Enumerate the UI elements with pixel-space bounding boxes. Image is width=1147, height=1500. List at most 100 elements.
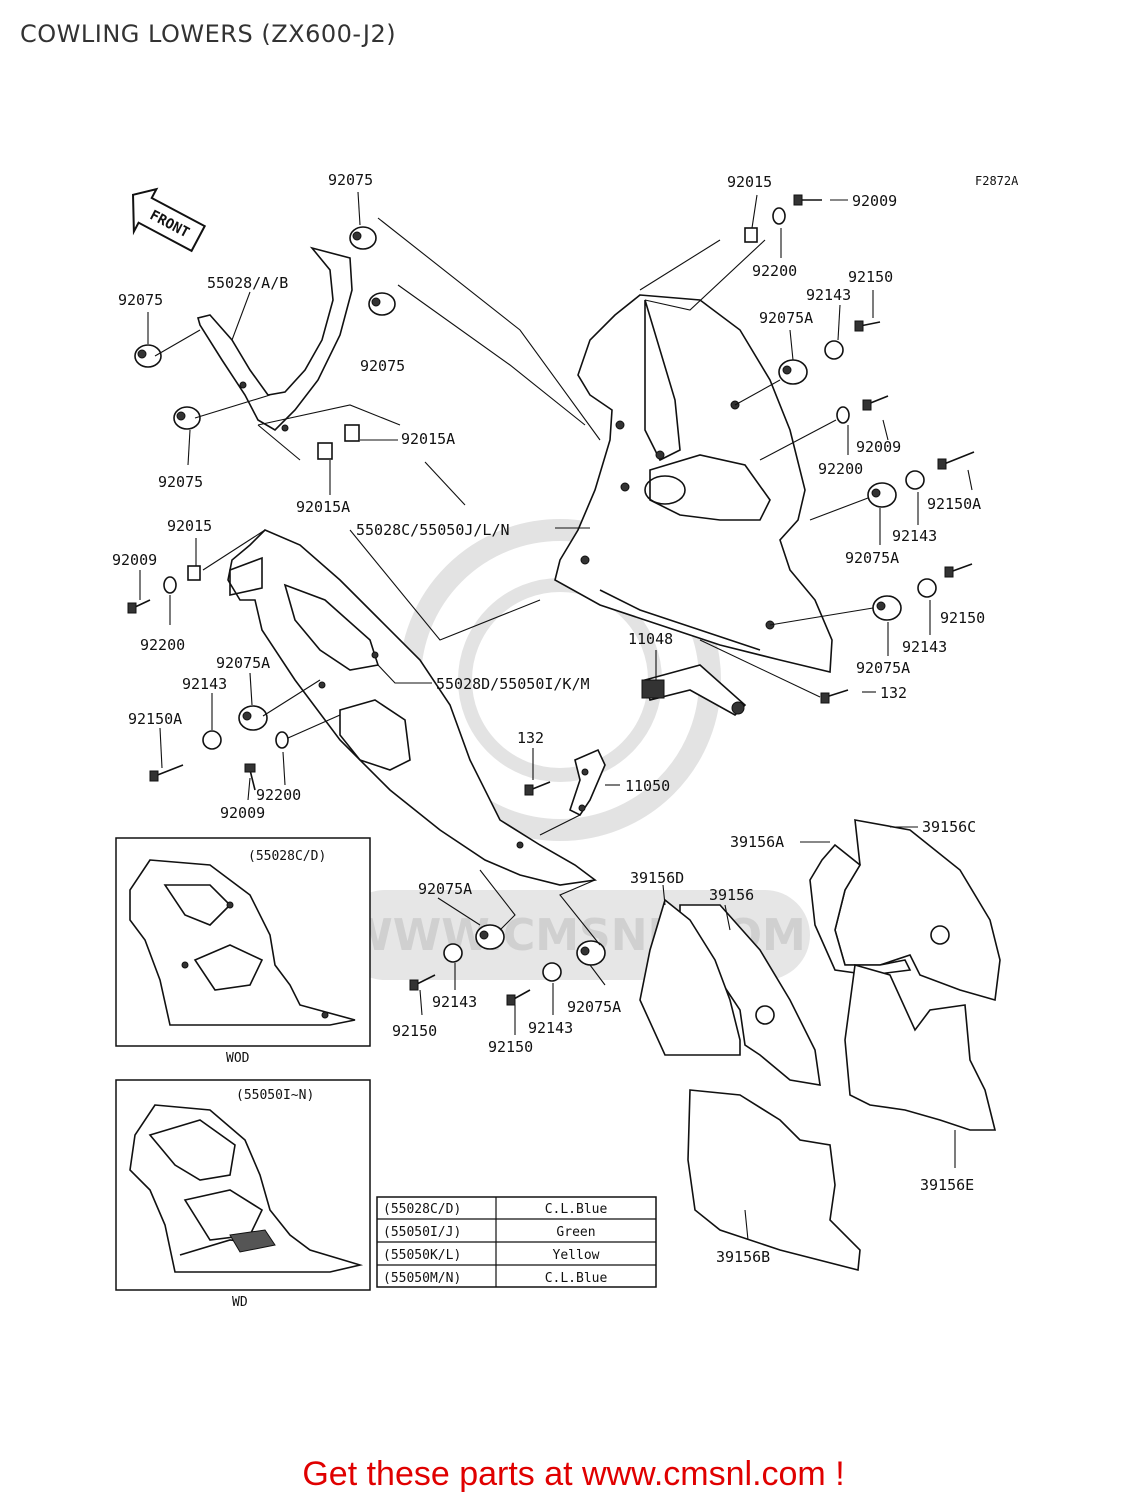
clip-92015A-2 xyxy=(317,442,333,460)
inset-wod-tag: (55028C/D) xyxy=(248,849,326,864)
color-table-color-3: Yellow xyxy=(553,1248,600,1263)
label-92075a-r2: 92075A xyxy=(856,659,910,677)
inset-wod: (55028C/D) WOD xyxy=(115,837,371,1066)
grommet-92075A-l xyxy=(238,705,268,731)
label-92143-r2: 92143 xyxy=(902,638,947,656)
label-55028c: 55028C/55050J/L/N xyxy=(356,521,510,539)
grommet-92075-left xyxy=(134,344,162,368)
label-39156d: 39156D xyxy=(630,869,684,887)
label-55028d: 55028D/55050I/K/M xyxy=(436,675,590,693)
label-92143-l: 92143 xyxy=(182,675,227,693)
label-39156b: 39156B xyxy=(716,1248,770,1266)
label-92150-tr: 92150 xyxy=(848,268,893,286)
collar-92143-tr xyxy=(824,340,844,360)
inner-cover-55028 xyxy=(197,246,353,432)
label-figure-code: F2872A xyxy=(975,174,1019,188)
grommet-92075A-b2 xyxy=(576,940,606,966)
inset-wd: (55050I~N) WD xyxy=(115,1079,371,1310)
right-lower-cowling xyxy=(554,294,833,674)
color-table-color-4: C.L.Blue xyxy=(545,1271,608,1286)
parts-diagram: WWW.CMSNL.COM FRONT xyxy=(112,171,1019,1310)
label-92009-l: 92009 xyxy=(112,551,157,569)
label-92015-tr: 92015 xyxy=(727,173,772,191)
pad-39156E xyxy=(844,963,997,1131)
label-11050: 11050 xyxy=(625,777,670,795)
label-92143-b2: 92143 xyxy=(528,1019,573,1037)
collar-92143-r xyxy=(905,470,925,490)
bracket-11048 xyxy=(641,664,747,716)
collar-92143-l xyxy=(202,730,222,750)
label-92075-mid: 92075 xyxy=(360,357,405,375)
color-table-color-1: C.L.Blue xyxy=(545,1202,608,1217)
grommet-92075A-r2 xyxy=(872,595,902,621)
inset-wd-tag: (55050I~N) xyxy=(236,1088,314,1103)
label-92075a-l: 92075A xyxy=(216,654,270,672)
bracket-11050 xyxy=(569,748,606,817)
label-92150-b: 92150 xyxy=(392,1022,437,1040)
label-92143-b: 92143 xyxy=(432,993,477,1011)
label-92200-tr: 92200 xyxy=(752,262,797,280)
part-labels: F2872A 92075 55028/A/B 92075 92075 92075… xyxy=(112,171,1019,1266)
grommet-92075A-b xyxy=(475,924,505,950)
color-table-code-1: (55028C/D) xyxy=(383,1202,461,1217)
pad-39156D xyxy=(639,898,741,1056)
color-table: (55028C/D) C.L.Blue (55050I/J) Green (55… xyxy=(376,1196,657,1288)
grommet-92075-mid xyxy=(368,292,396,316)
collar-92143-b2 xyxy=(542,962,562,982)
label-92075-low: 92075 xyxy=(158,473,203,491)
clip-92015A-1 xyxy=(344,424,360,442)
nut-92015-l xyxy=(187,565,201,581)
label-92015-l: 92015 xyxy=(167,517,212,535)
label-92009-l2: 92009 xyxy=(220,804,265,822)
color-table-code-3: (55050K/L) xyxy=(383,1248,461,1263)
label-92200-l: 92200 xyxy=(140,636,185,654)
label-39156a: 39156A xyxy=(730,833,784,851)
label-39156: 39156 xyxy=(709,886,754,904)
grommet-92075A-tr xyxy=(778,359,808,385)
label-11048: 11048 xyxy=(628,630,673,648)
grommet-92075A-r xyxy=(867,482,897,508)
color-table-color-2: Green xyxy=(556,1225,595,1240)
label-92075a-tr: 92075A xyxy=(759,309,813,327)
collar-92143-b xyxy=(443,943,463,963)
label-39156c: 39156C xyxy=(922,818,976,836)
label-92150a-r: 92150A xyxy=(927,495,981,513)
label-55028ab: 55028/A/B xyxy=(207,274,288,292)
washer-92200-r xyxy=(836,406,850,424)
label-92009-tr: 92009 xyxy=(852,192,897,210)
label-132-c: 132 xyxy=(517,729,544,747)
color-table-code-2: (55050I/J) xyxy=(383,1225,461,1240)
label-92075a-r: 92075A xyxy=(845,549,899,567)
label-92075-top: 92075 xyxy=(328,171,373,189)
label-132-r: 132 xyxy=(880,684,907,702)
inset-wod-caption: WOD xyxy=(226,1051,250,1066)
hardware-parts xyxy=(127,194,975,1006)
color-table-code-4: (55050M/N) xyxy=(383,1271,461,1286)
label-92150-r2: 92150 xyxy=(940,609,985,627)
label-92009-r: 92009 xyxy=(856,438,901,456)
label-92075a-b2: 92075A xyxy=(567,998,621,1016)
label-92015a-1: 92015A xyxy=(401,430,455,448)
washer-92200-tr xyxy=(772,207,786,225)
page-title: COWLING LOWERS (ZX600-J2) xyxy=(20,20,397,48)
label-92200-l2: 92200 xyxy=(256,786,301,804)
front-arrow-icon: FRONT xyxy=(132,187,207,253)
inset-wd-caption: WD xyxy=(232,1295,248,1310)
grommet-92075-top xyxy=(349,226,377,250)
label-92075-left: 92075 xyxy=(118,291,163,309)
leader-lines xyxy=(139,191,973,1241)
collar-92143-r2 xyxy=(917,578,937,598)
label-92143-tr: 92143 xyxy=(806,286,851,304)
nut-92015-tr xyxy=(744,227,758,243)
pad-39156B xyxy=(687,1089,861,1272)
label-92015a-2: 92015A xyxy=(296,498,350,516)
left-lower-cowling xyxy=(227,529,598,886)
label-92150-b2: 92150 xyxy=(488,1038,533,1056)
label-92143-r: 92143 xyxy=(892,527,937,545)
grommet-92075-low xyxy=(173,406,201,430)
washer-92200-l2 xyxy=(275,731,289,749)
cta-link[interactable]: Get these parts at www.cmsnl.com ! xyxy=(302,1455,845,1493)
label-92150a-l: 92150A xyxy=(128,710,182,728)
label-39156e: 39156E xyxy=(920,1176,974,1194)
label-92200-r: 92200 xyxy=(818,460,863,478)
